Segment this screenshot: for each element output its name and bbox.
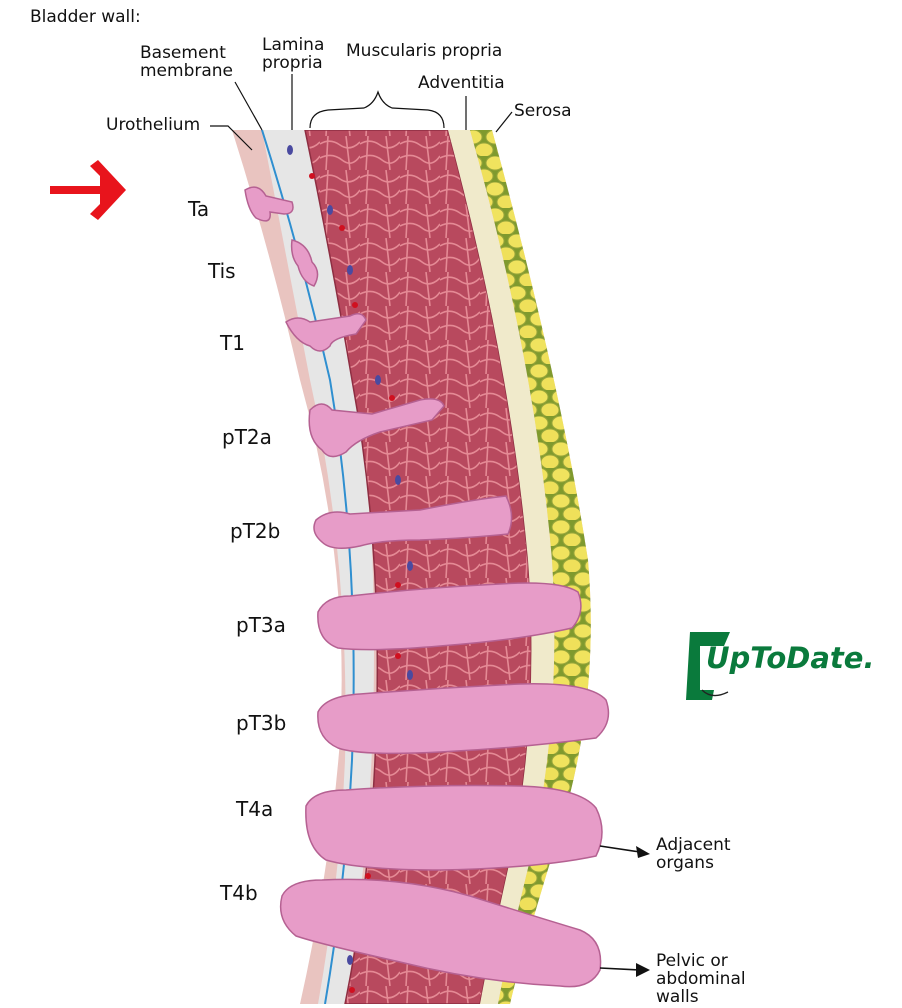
logo-wordmark: UpToDate	[706, 641, 863, 675]
wall-layers	[200, 120, 660, 1004]
logo-text: UpToDate.	[706, 641, 874, 675]
stage-label-t4a: T4a	[235, 797, 273, 821]
highlight-arrow-icon	[50, 160, 126, 220]
adjacent-arrow	[600, 846, 650, 858]
stage-label-t4b: T4b	[219, 881, 258, 905]
stage-label-pt2b: pT2b	[230, 519, 280, 543]
logo-dot: .	[863, 641, 874, 675]
adjacent-label-line2: organs	[656, 853, 714, 873]
basement-label-line1: Basement	[140, 43, 226, 63]
stage-label-t1: T1	[219, 331, 245, 355]
stage-label-tis: Tis	[207, 259, 236, 283]
lamina-label-line1: Lamina	[262, 35, 324, 55]
stage-label-pt3a: pT3a	[236, 613, 286, 637]
serosa-leader	[496, 112, 512, 132]
pelvic-label-line1: Pelvic or	[656, 951, 728, 971]
stage-label-pt2a: pT2a	[222, 425, 272, 449]
stage-label-pt3b: pT3b	[236, 711, 286, 735]
pelvic-label-line2: abdominal	[656, 969, 746, 989]
diagram-title: Bladder wall:	[30, 7, 141, 27]
serosa-label: Serosa	[514, 101, 572, 121]
muscularis-label: Muscularis propria	[346, 41, 502, 61]
pelvic-label-line3: walls	[656, 987, 699, 1004]
urothelium-label: Urothelium	[106, 115, 200, 135]
stage-label-ta: Ta	[187, 197, 209, 221]
uptodate-logo: UpToDate.	[686, 632, 874, 700]
basement-leader	[235, 82, 262, 130]
adventitia-label: Adventitia	[418, 73, 505, 93]
basement-label-line2: membrane	[140, 61, 233, 81]
muscularis-brace	[310, 92, 444, 128]
tumor-t4a	[306, 786, 602, 871]
pelvic-arrow	[600, 963, 650, 977]
adjacent-label-line1: Adjacent	[656, 835, 731, 855]
lamina-label-line2: propria	[262, 53, 323, 73]
